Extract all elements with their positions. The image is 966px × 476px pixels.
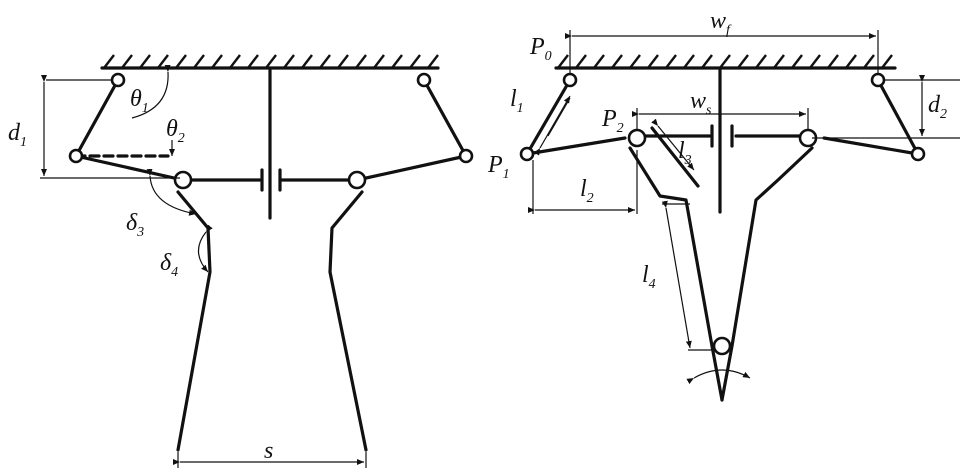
right-gripper-diagram: P0 P1 P2 wf ws l1 l2 l3 l4 d2	[487, 8, 960, 402]
right-hatch-mark-13	[791, 54, 803, 69]
right-hatch-mark-9	[719, 54, 731, 69]
left-hatch-mark-13	[337, 54, 349, 69]
left-hatch-mark-10	[283, 54, 295, 69]
left-top-pin-right	[416, 72, 432, 88]
label-l3: l3	[678, 138, 692, 168]
left-hatch-mark-8	[247, 54, 259, 69]
left-hatch-mark-17	[409, 54, 421, 69]
label-delta3: δ3	[126, 210, 144, 240]
left-gripper-diagram: d1 θ1 θ2 δ3 δ4 s	[8, 54, 474, 468]
delta3-arc	[146, 168, 197, 216]
left-hatch-mark-2	[139, 54, 151, 69]
right-hatch-mark-8	[701, 54, 713, 69]
delta4-arc	[197, 224, 213, 273]
left-hatch-mark-7	[229, 54, 241, 69]
left-hatch-mark-5	[193, 54, 205, 69]
left-link-l2	[74, 154, 185, 182]
left-hatch-mark-12	[319, 54, 331, 69]
label-p2: P2	[601, 106, 624, 136]
left-slider-pin-left	[173, 170, 193, 190]
right-hatch-mark-17	[863, 54, 875, 69]
right-left-finger	[628, 146, 714, 348]
left-hatch-mark-11	[301, 54, 313, 69]
label-l1: l1	[510, 86, 524, 116]
label-theta1: θ1	[130, 86, 149, 116]
right-hatch-mark-5	[647, 54, 659, 69]
left-hatch-mark-1	[121, 54, 133, 69]
right-right-link-l2	[822, 136, 920, 156]
left-hatch-mark-4	[175, 54, 187, 69]
right-hatch-mark-14	[809, 54, 821, 69]
label-l2: l2	[580, 176, 594, 206]
right-ground-hatch	[557, 54, 893, 69]
left-hatch-mark-16	[391, 54, 403, 69]
label-delta4: δ4	[160, 250, 178, 280]
pin-p1	[519, 146, 535, 162]
left-ground-hatch	[103, 54, 439, 69]
theta1-arc	[131, 64, 171, 119]
right-hatch-mark-10	[737, 54, 749, 69]
label-d1: d1	[8, 120, 27, 150]
left-finger	[176, 190, 212, 452]
right-link-l2	[355, 154, 468, 182]
l3-dim-line	[651, 118, 695, 171]
right-right-link-l1	[876, 78, 920, 156]
left-hatch-mark-9	[265, 54, 277, 69]
label-l4: l4	[642, 262, 656, 292]
left-hatch-mark-6	[211, 54, 223, 69]
right-hatch-mark-11	[755, 54, 767, 69]
left-top-pin-left	[110, 72, 126, 88]
label-d2: d2	[928, 92, 947, 122]
left-hatch-mark-14	[355, 54, 367, 69]
label-s: s	[264, 438, 273, 464]
right-hatch-mark-15	[827, 54, 839, 69]
right-hatch-mark-4	[629, 54, 641, 69]
label-theta2: θ2	[166, 116, 185, 146]
right-elbow-pin	[910, 146, 926, 162]
label-p1: P1	[487, 152, 510, 182]
finger-tip-pin	[712, 336, 732, 356]
left-hatch-mark-0	[103, 54, 115, 69]
label-wf: wf	[710, 8, 732, 38]
left-slider-pin-right	[347, 170, 367, 190]
right-hatch-mark-12	[773, 54, 785, 69]
left-link-l1	[74, 78, 120, 158]
left-elbow-pin-left	[68, 148, 84, 164]
right-hatch-mark-18	[881, 54, 893, 69]
right-hatch-mark-3	[611, 54, 623, 69]
right-hatch-mark-7	[683, 54, 695, 69]
right-hatch-mark-6	[665, 54, 677, 69]
left-hatch-mark-3	[157, 54, 169, 69]
right-left-link-l1	[525, 78, 572, 156]
right-hatch-mark-1	[575, 54, 587, 69]
pin-p2	[627, 128, 647, 148]
label-p0: P0	[529, 34, 552, 64]
left-hatch-mark-18	[427, 54, 439, 69]
left-elbow-pin-right	[458, 148, 474, 164]
pin-p0	[562, 72, 578, 88]
right-link-l1	[422, 78, 468, 158]
right-top-pin	[870, 72, 886, 88]
right-hatch-mark-2	[593, 54, 605, 69]
right-finger	[328, 190, 368, 452]
l4-dim-line	[661, 200, 692, 349]
right-hatch-mark-16	[845, 54, 857, 69]
right-hatch-mark-0	[557, 54, 569, 69]
tip-rotation-arc	[686, 369, 751, 385]
label-ws: ws	[690, 88, 712, 118]
l1-dim-arrow	[533, 95, 571, 156]
left-hatch-mark-15	[373, 54, 385, 69]
right-right-finger	[720, 146, 814, 402]
l1-dim-line	[547, 97, 571, 137]
